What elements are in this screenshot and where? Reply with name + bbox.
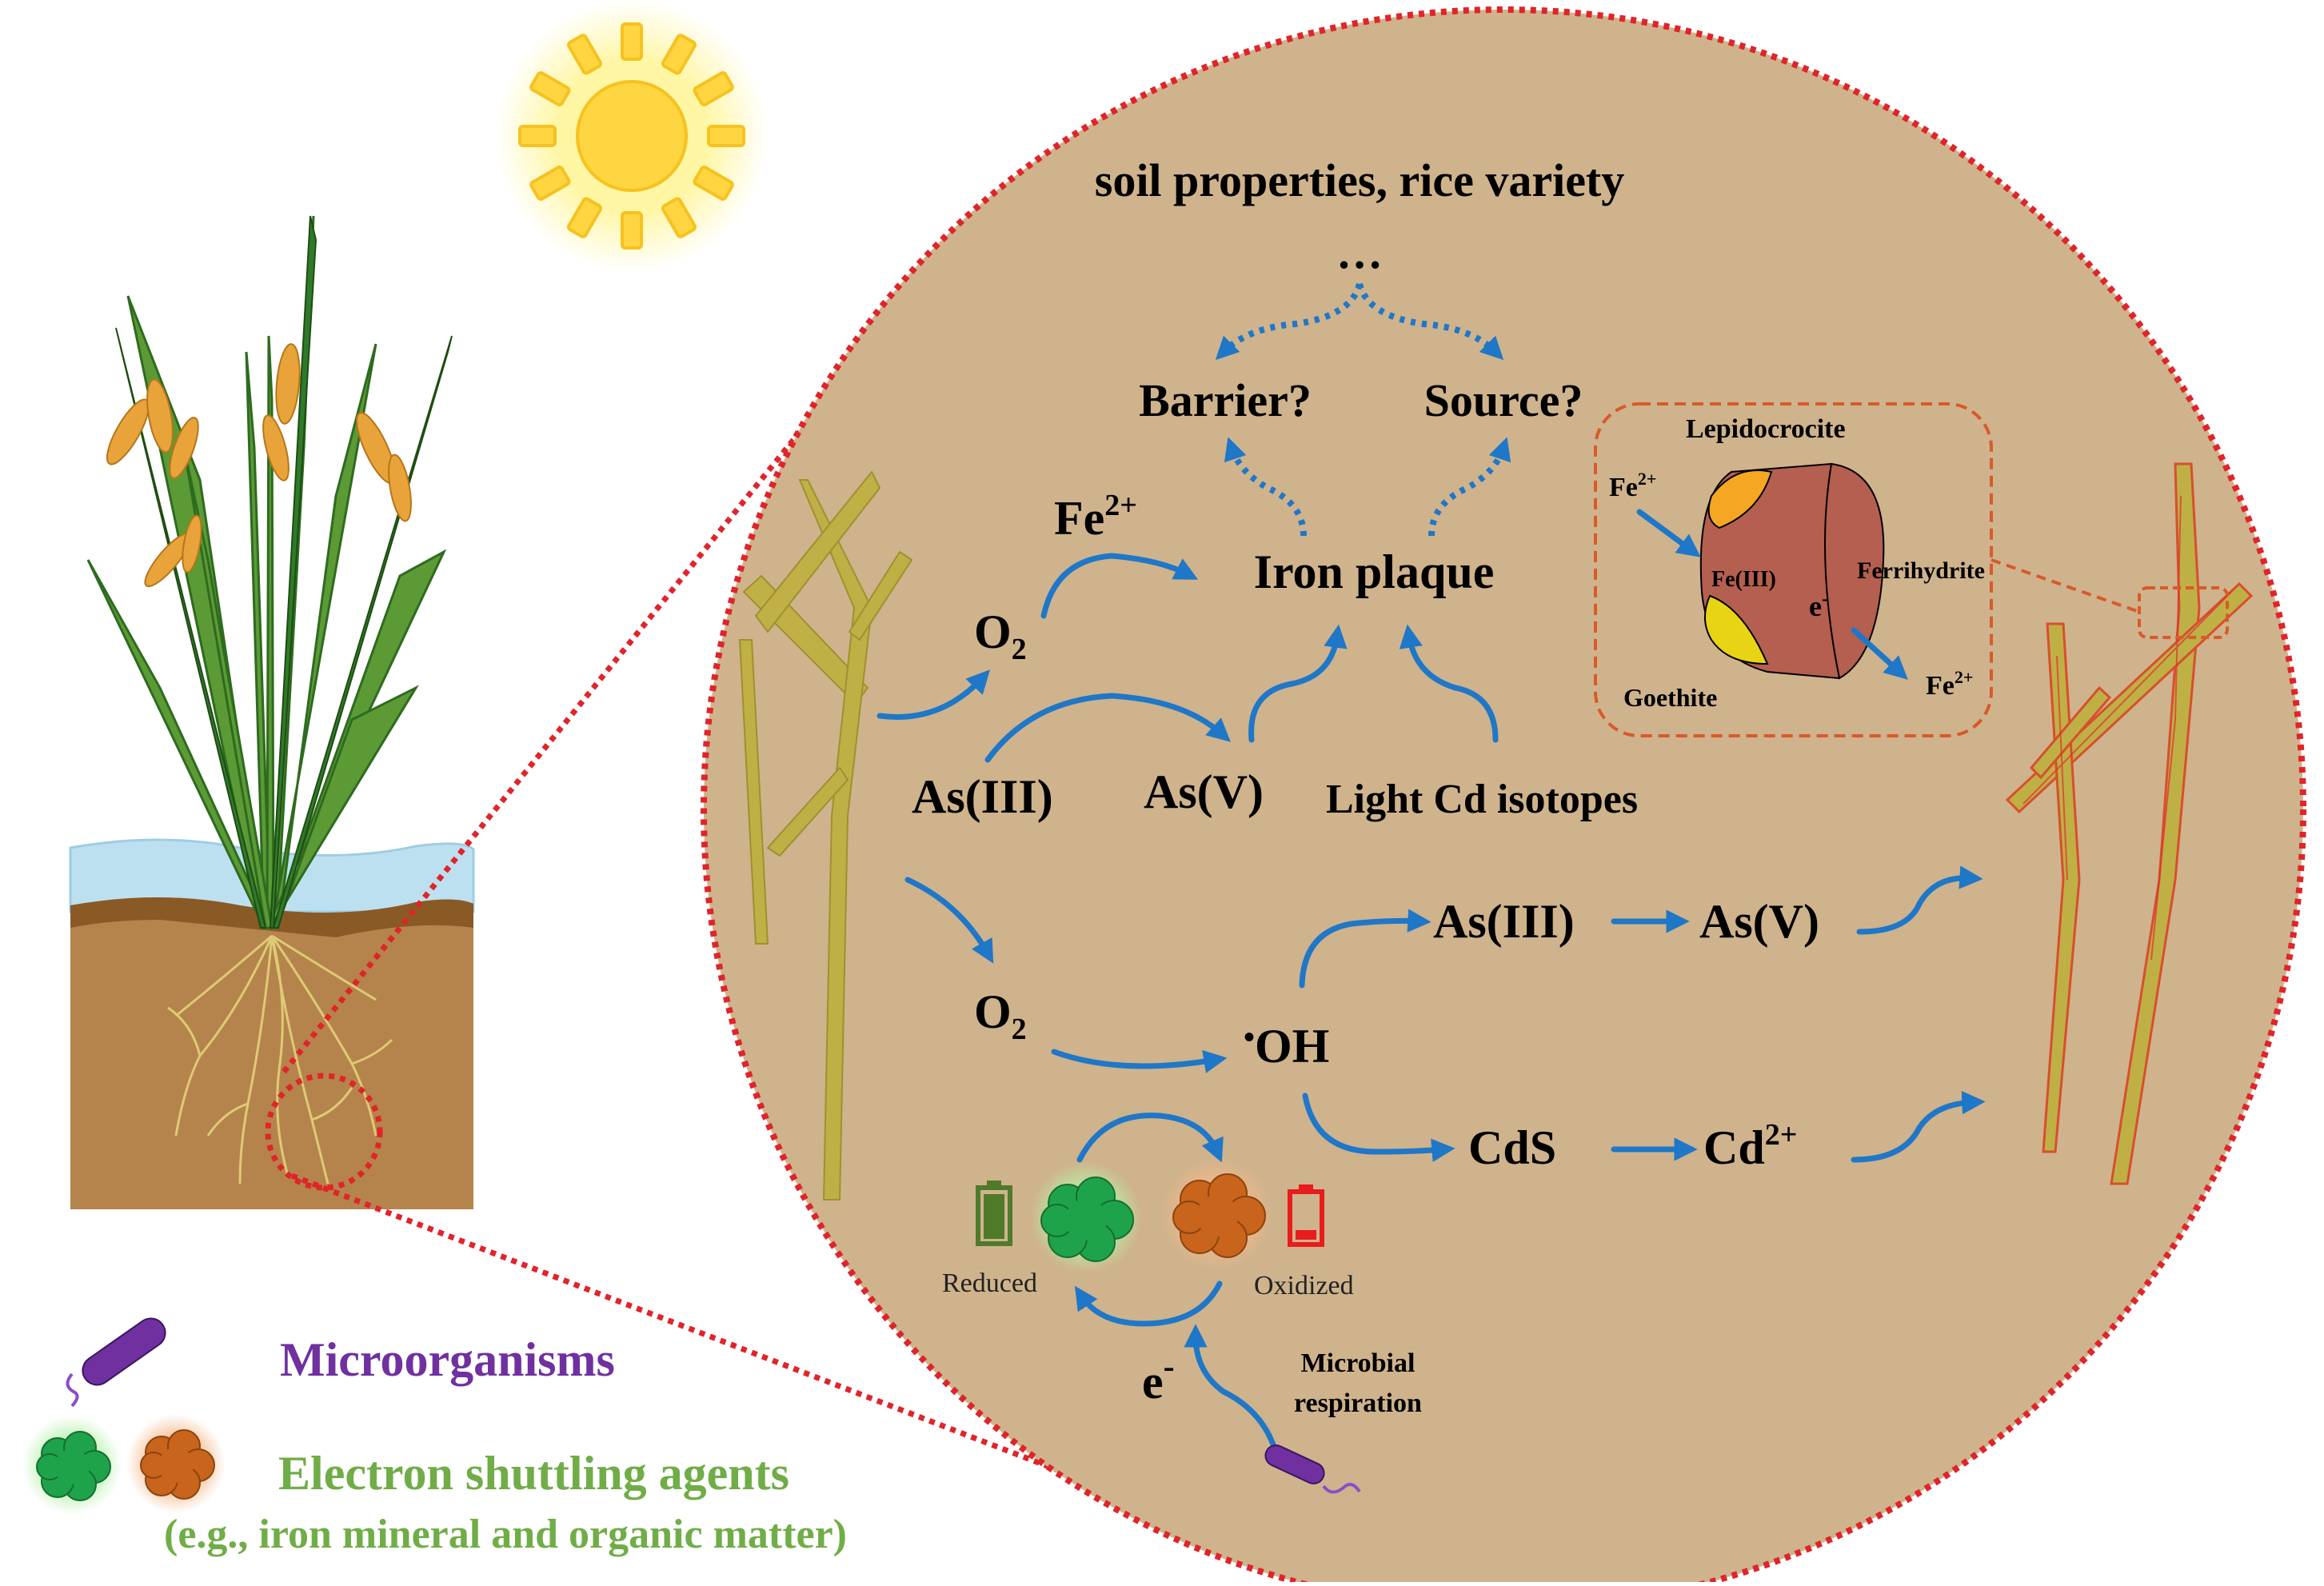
inset-fe3: Fe(III) xyxy=(1711,567,1776,592)
sun-icon xyxy=(496,0,768,272)
source-label: Source? xyxy=(1424,374,1583,426)
reduced-label: Reduced xyxy=(942,1268,1037,1298)
iron-mineral-inset: Lepidocrocite Ferrihydrite Goethite Fe(I… xyxy=(1594,402,1993,737)
rice-plant-icon xyxy=(86,215,453,929)
rice-roots xyxy=(167,934,393,1185)
electron-shuttle-blob-icon xyxy=(140,1429,215,1500)
dotted-arrows xyxy=(1215,282,1511,537)
cd2-label: Cd2+ xyxy=(1703,1118,1797,1174)
ellipsis-text: … xyxy=(1336,226,1383,278)
legend-microorganisms: Microorganisms xyxy=(280,1333,615,1386)
as3-right: As(III) xyxy=(1433,895,1575,948)
inset-fe2-out: Fe2+ xyxy=(1926,667,1973,701)
inset-electron: e- xyxy=(1809,589,1828,622)
as5-right: As(V) xyxy=(1699,895,1819,948)
inset-lepidocrocite: Lepidocrocite xyxy=(1686,414,1846,444)
inset-goethite: Goethite xyxy=(1623,683,1717,712)
microbial-respiration-2: respiration xyxy=(1294,1388,1422,1418)
bacterium-icon xyxy=(1264,1444,1361,1494)
plaque-zoom-box xyxy=(2138,586,2229,639)
fe2-upper: Fe2+ xyxy=(1054,489,1137,545)
electron-shuttle-blob-icon xyxy=(36,1431,111,1501)
soil-block xyxy=(69,838,475,1209)
legend-electron-shuttling-eg: (e.g., iron mineral and organic matter) xyxy=(164,1512,847,1557)
cds-label: CdS xyxy=(1468,1121,1556,1174)
zoom-line-upper xyxy=(282,429,802,1074)
electron-shuttle-cycle: Reduced Oxidized e- Microbial respiratio… xyxy=(942,1113,1422,1494)
bacterium-icon xyxy=(66,1317,166,1408)
electron-shuttle-blob-icon xyxy=(1040,1177,1134,1262)
root-icon xyxy=(738,470,913,1200)
root-icon xyxy=(2005,462,2254,1185)
electron-shuttle-blob-icon xyxy=(1172,1173,1266,1258)
oxidized-label: Oxidized xyxy=(1254,1271,1354,1300)
inset-ferrihydrite: Ferrihydrite xyxy=(1857,557,1985,584)
o2-lower: O2 xyxy=(974,985,1027,1046)
shuttle-electron: e- xyxy=(1142,1348,1175,1408)
plaque-zoom-line xyxy=(1991,558,2140,613)
inset-fe2-in: Fe2+ xyxy=(1609,469,1656,502)
legend: Microorganisms Electron shuttling agents… xyxy=(22,1317,847,1557)
o2-upper: O2 xyxy=(974,605,1027,666)
as5-left: As(V) xyxy=(1144,765,1264,818)
microbial-respiration-1: Microbial xyxy=(1301,1348,1416,1378)
legend-electron-shuttling: Electron shuttling agents xyxy=(278,1447,789,1500)
root-zoom-circle xyxy=(265,1073,383,1191)
barrier-label: Barrier? xyxy=(1139,374,1312,426)
rhizosphere-circle-border xyxy=(701,6,2306,1586)
oh-radical: •OH xyxy=(1244,1019,1329,1073)
iron-plaque-label: Iron plaque xyxy=(1254,545,1495,598)
light-cd-isotopes: Light Cd isotopes xyxy=(1326,777,1638,822)
reaction-arrows xyxy=(876,553,1986,1163)
battery-icon xyxy=(976,1181,1012,1246)
as3-left: As(III) xyxy=(912,770,1053,823)
factors-text: soil properties, rice variety xyxy=(1095,154,1625,206)
battery-icon xyxy=(1288,1185,1324,1247)
